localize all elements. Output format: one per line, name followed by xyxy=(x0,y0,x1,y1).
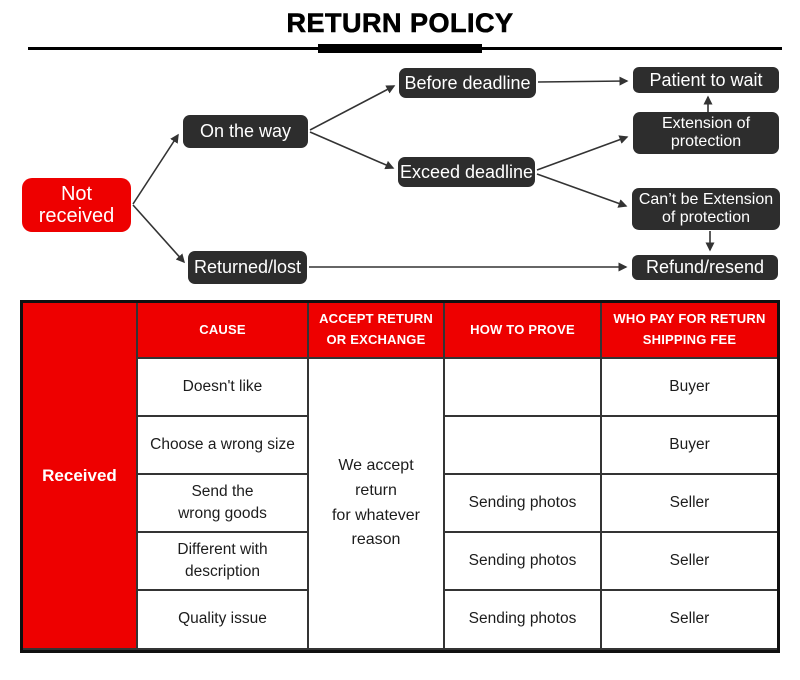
flow-node-on-the-way: On the way xyxy=(183,115,308,148)
table-cell-payer-2: Seller xyxy=(602,475,777,531)
table-header-pay: WHO PAY FOR RETURN SHIPPING FEE xyxy=(602,303,777,357)
flow-node-extension-of-protection: Extension of protection xyxy=(633,112,779,154)
table-cell-prove-1 xyxy=(445,417,600,473)
flow-node-refund-resend: Refund/resend xyxy=(632,255,778,280)
table-cell-payer-3: Seller xyxy=(602,533,777,589)
table-header-cause: CAUSE xyxy=(138,303,307,357)
table-cell-payer-4: Seller xyxy=(602,591,777,648)
table-cell-cause-3: Different with description xyxy=(138,533,307,589)
table-cell-prove-4: Sending photos xyxy=(445,591,600,648)
table-cell-cause-1: Choose a wrong size xyxy=(138,417,307,473)
table-cell-cause-0: Doesn't like xyxy=(138,359,307,415)
flow-node-before-deadline: Before deadline xyxy=(399,68,536,98)
table-header-prove: HOW TO PROVE xyxy=(445,303,600,357)
table-cell-payer-1: Buyer xyxy=(602,417,777,473)
table-cell-prove-3: Sending photos xyxy=(445,533,600,589)
arrow-beforedeadline-to-patienttowait xyxy=(537,76,629,86)
arrow-ontheway-to-exceeddeadline xyxy=(309,131,395,170)
flow-node-returned-lost: Returned/lost xyxy=(188,251,307,284)
flow-node-patient-to-wait: Patient to wait xyxy=(633,67,779,93)
table-cell-accept-merged: We accept return for whatever reason xyxy=(309,359,443,648)
title-underline-accent xyxy=(318,44,482,53)
table-cell-cause-4: Quality issue xyxy=(138,591,307,648)
table-cell-prove-2: Sending photos xyxy=(445,475,600,531)
arrow-notreceived-to-returnedlost xyxy=(132,204,186,264)
arrow-exceeddeadline-to-cantextension xyxy=(536,173,628,208)
flow-node-exceed-deadline: Exceed deadline xyxy=(398,157,535,187)
table-cell-payer-0: Buyer xyxy=(602,359,777,415)
flow-node-cant-be-extension: Can’t be Extension of protection xyxy=(632,188,780,230)
arrow-notreceived-to-ontheway xyxy=(132,133,179,205)
table-rowgroup-received: Received xyxy=(23,303,136,648)
arrow-ontheway-to-beforedeadline xyxy=(309,85,396,131)
table-header-accept: ACCEPT RETURN OR EXCHANGE xyxy=(309,303,443,357)
page-title: RETURN POLICY xyxy=(286,8,514,39)
table-cell-cause-2: Send the wrong goods xyxy=(138,475,307,531)
flow-node-not-received: Not received xyxy=(22,178,131,232)
return-policy-table: Received CAUSE ACCEPT RETURN OR EXCHANGE… xyxy=(20,300,780,653)
table-cell-prove-0 xyxy=(445,359,600,415)
arrow-exceeddeadline-to-extension xyxy=(536,135,629,171)
